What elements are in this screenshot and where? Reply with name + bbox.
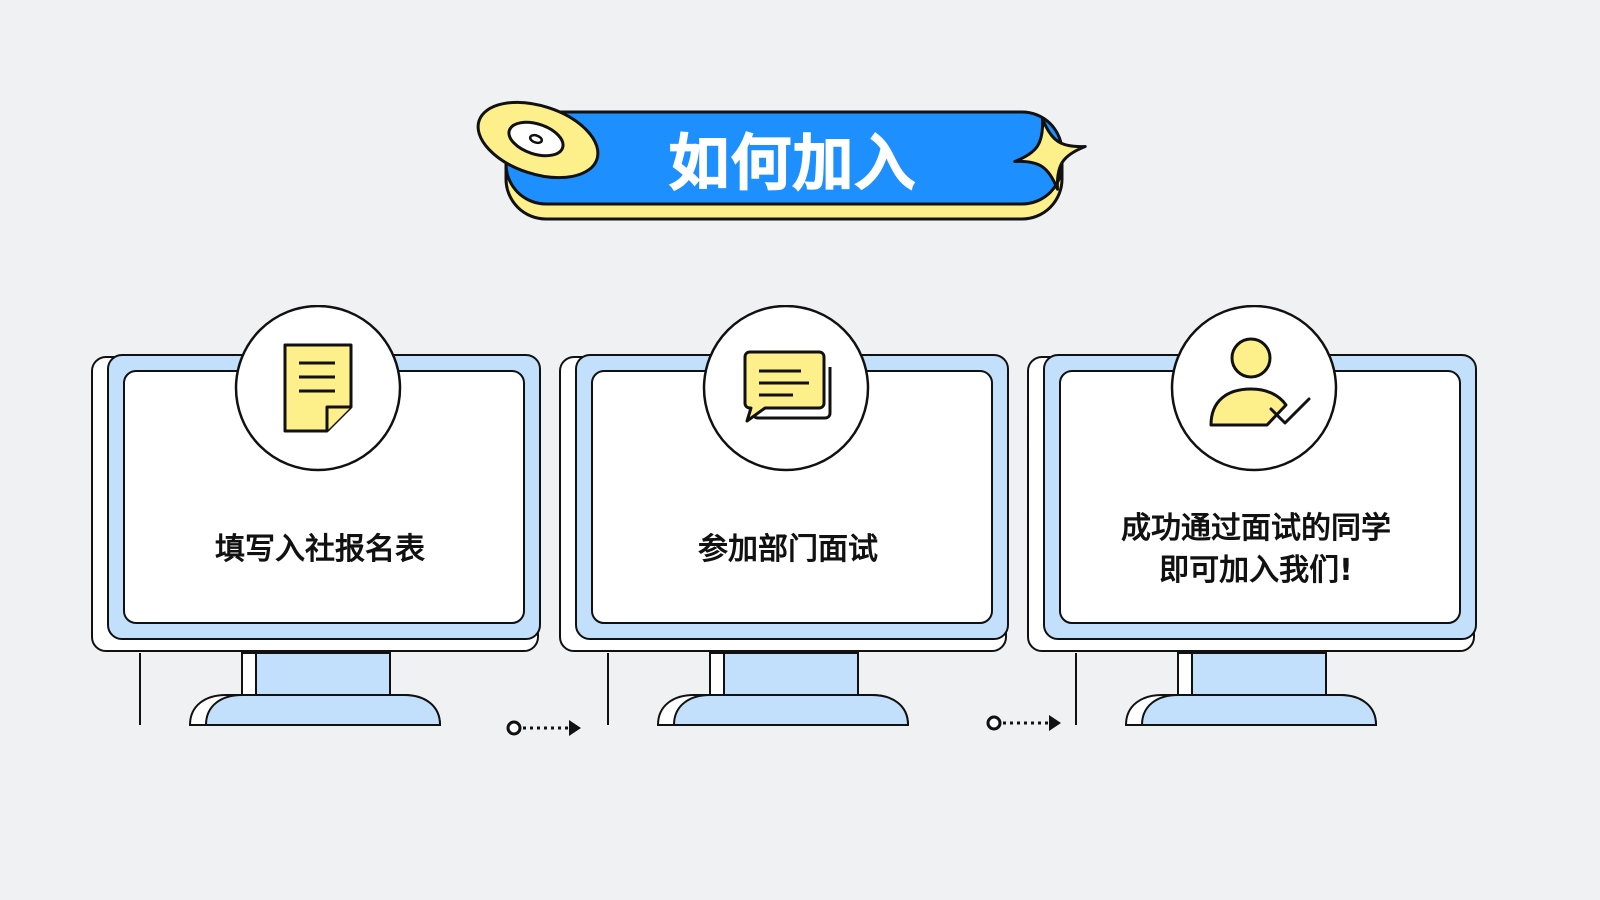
monitor-illustration (559, 354, 1009, 726)
step-card-fill-form: 填写入社报名表 (90, 305, 560, 745)
page-title: 如何加入 (668, 128, 917, 200)
step-label: 成功通过面试的同学 即可加入我们! (1066, 490, 1446, 610)
step-label-line: 参加部门面试 (698, 532, 878, 567)
step-label-line: 填写入社报名表 (215, 532, 425, 567)
step-label-line: 成功通过面试的同学 (1121, 511, 1391, 546)
monitor-illustration (91, 354, 541, 726)
monitor-illustration (1027, 354, 1477, 726)
chat-bubble-icon (702, 305, 870, 472)
step-label: 参加部门面试 (598, 490, 978, 610)
arrow-connector (506, 720, 581, 736)
disc-icon (476, 100, 600, 180)
step-card-join: 成功通过面试的同学 即可加入我们! (1026, 305, 1496, 745)
title-banner: 如何加入 (470, 98, 1100, 233)
user-check-icon (1170, 305, 1338, 472)
document-icon (234, 305, 402, 472)
step-label: 填写入社报名表 (130, 490, 510, 610)
arrow-connector (986, 715, 1061, 731)
sparkle-icon (1013, 117, 1087, 191)
step-label-line: 即可加入我们! (1159, 553, 1353, 588)
step-card-interview: 参加部门面试 (558, 305, 1028, 745)
